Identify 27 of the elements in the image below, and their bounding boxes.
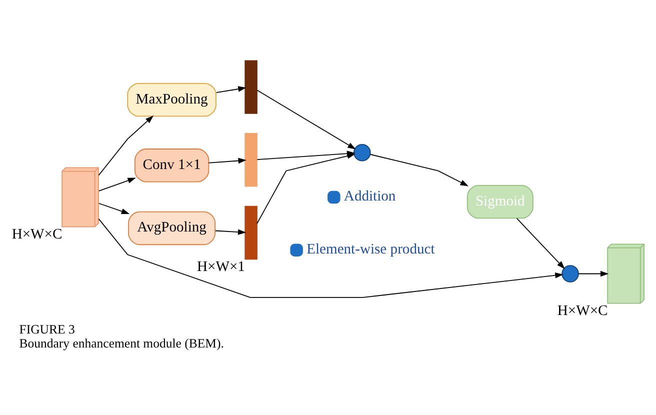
node-circle	[354, 144, 371, 162]
arrow	[98, 178, 136, 192]
node-label: H×W×1	[197, 258, 245, 275]
node-box: Sigmoid	[466, 184, 534, 219]
diagram-title: FIGURE 3	[19, 322, 75, 337]
arrow	[98, 218, 564, 298]
arrow	[215, 229, 246, 235]
node-box: Conv 1×1	[134, 148, 210, 182]
node-bar	[244, 60, 258, 114]
arrow	[370, 154, 468, 186]
node-box: AvgPooling	[128, 211, 216, 246]
node-circle	[562, 265, 579, 282]
node-bar	[244, 133, 258, 187]
arrow	[516, 218, 565, 270]
arrow	[208, 158, 246, 164]
legend-label: Addition	[344, 188, 396, 205]
node-bar	[244, 206, 258, 260]
legend-label: Element-wise product	[306, 242, 435, 258]
arrow	[578, 270, 609, 277]
arrow	[216, 86, 246, 94]
node-label: H×W×C	[12, 226, 62, 243]
arrow	[256, 90, 356, 150]
node-label: H×W×C	[557, 303, 608, 320]
node-box: MaxPooling	[127, 82, 216, 117]
arrow	[98, 202, 130, 214]
arrow	[98, 116, 154, 176]
caption: Boundary enhancement module (BEM).	[19, 336, 224, 350]
